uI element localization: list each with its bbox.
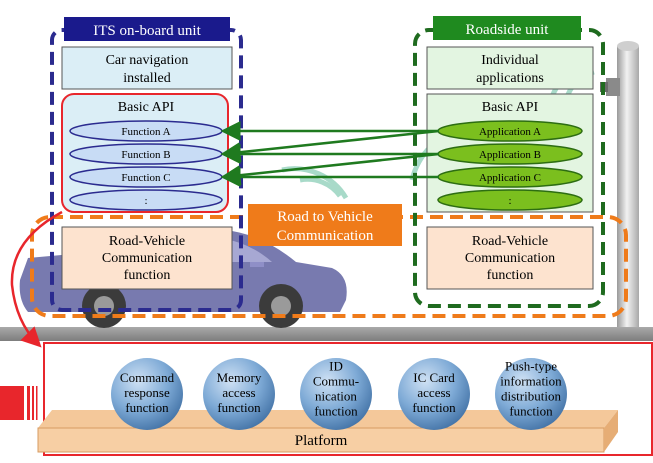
application-label: Application B [479, 149, 541, 161]
sphere-label-line: Command [120, 370, 175, 385]
function-item: Function A [69, 120, 223, 142]
platform-label: Platform [295, 433, 348, 449]
car-navigation-line1: Car navigation [106, 53, 189, 68]
application-list: Application A Application B Application C: [437, 120, 583, 211]
sphere-label-line: distribution [501, 389, 561, 404]
individual-applications-line2: applications [476, 71, 544, 86]
function-list: Function A Function B Function C: [69, 120, 223, 211]
roadside-rvc-line1: Road-Vehicle [472, 234, 548, 249]
sphere-label-line: nication [315, 389, 357, 404]
function-item: : [69, 189, 223, 211]
sphere-label-line: access [222, 385, 255, 400]
sphere-label-line: Commu- [313, 374, 359, 389]
link-arrow [220, 129, 440, 163]
roadside-rvc-line2: Communication [465, 251, 555, 266]
application-label: : [508, 195, 511, 207]
sphere-label-line: ID [329, 359, 343, 374]
red-stripe-marker [0, 386, 38, 420]
function-label: : [144, 195, 147, 207]
sphere-label-line: Push-type [505, 359, 557, 374]
sphere-label-line: function [217, 400, 261, 415]
function-item: Function C [69, 166, 223, 188]
onboard-title: ITS on-board unit [93, 23, 201, 39]
roadside-basic-api-title: Basic API [482, 100, 539, 115]
sphere-label-line: access [417, 385, 450, 400]
sphere-label-line: response [124, 385, 170, 400]
individual-applications-line1: Individual [481, 53, 539, 68]
onboard-rvc-box [61, 226, 233, 290]
application-item: : [437, 189, 583, 211]
road-surface [0, 327, 653, 341]
link-arrow [220, 152, 440, 186]
onboard-rvc-line2: Communication [102, 251, 192, 266]
roadside-rvc-line3: function [487, 268, 534, 283]
onboard-title-box [64, 17, 230, 41]
onboard-basic-api-title: Basic API [118, 100, 175, 115]
onboard-rvc-line3: function [124, 268, 171, 283]
platform-link-arrow [10, 210, 63, 348]
function-label: Function C [121, 172, 170, 184]
road-to-vehicle-line1: Road to Vehicle [277, 209, 373, 225]
platform-functions: CommandresponsefunctionMemoryaccessfunct… [111, 358, 567, 430]
sphere-label-line: function [509, 404, 553, 419]
sphere-label-line: Memory [217, 370, 262, 385]
sphere-label-line: information [500, 374, 562, 389]
sphere-label-line: IC Card [413, 370, 455, 385]
application-item: Application B [437, 143, 583, 165]
car-navigation-box [61, 46, 233, 90]
application-label: Application A [479, 126, 541, 138]
roadside-rvc-box [426, 226, 594, 290]
function-label: Function A [121, 126, 170, 138]
road-to-vehicle-line2: Communication [277, 228, 374, 244]
application-label: Application C [479, 172, 541, 184]
individual-applications-box [426, 46, 594, 90]
roadside-pole [600, 41, 639, 328]
onboard-rvc-line1: Road-Vehicle [109, 234, 185, 249]
road-to-vehicle-label-box [248, 204, 402, 246]
car-navigation-line2: installed [123, 71, 170, 86]
application-item: Application C [437, 166, 583, 188]
function-item: Function B [69, 143, 223, 165]
sphere-label-line: function [412, 400, 456, 415]
roadside-title-box [433, 16, 581, 40]
application-item: Application A [437, 120, 583, 142]
sphere-label-line: function [314, 404, 358, 419]
sphere-label-line: function [125, 400, 169, 415]
roadside-title: Roadside unit [466, 22, 550, 38]
connector-arrows [220, 121, 440, 187]
function-label: Function B [121, 149, 170, 161]
